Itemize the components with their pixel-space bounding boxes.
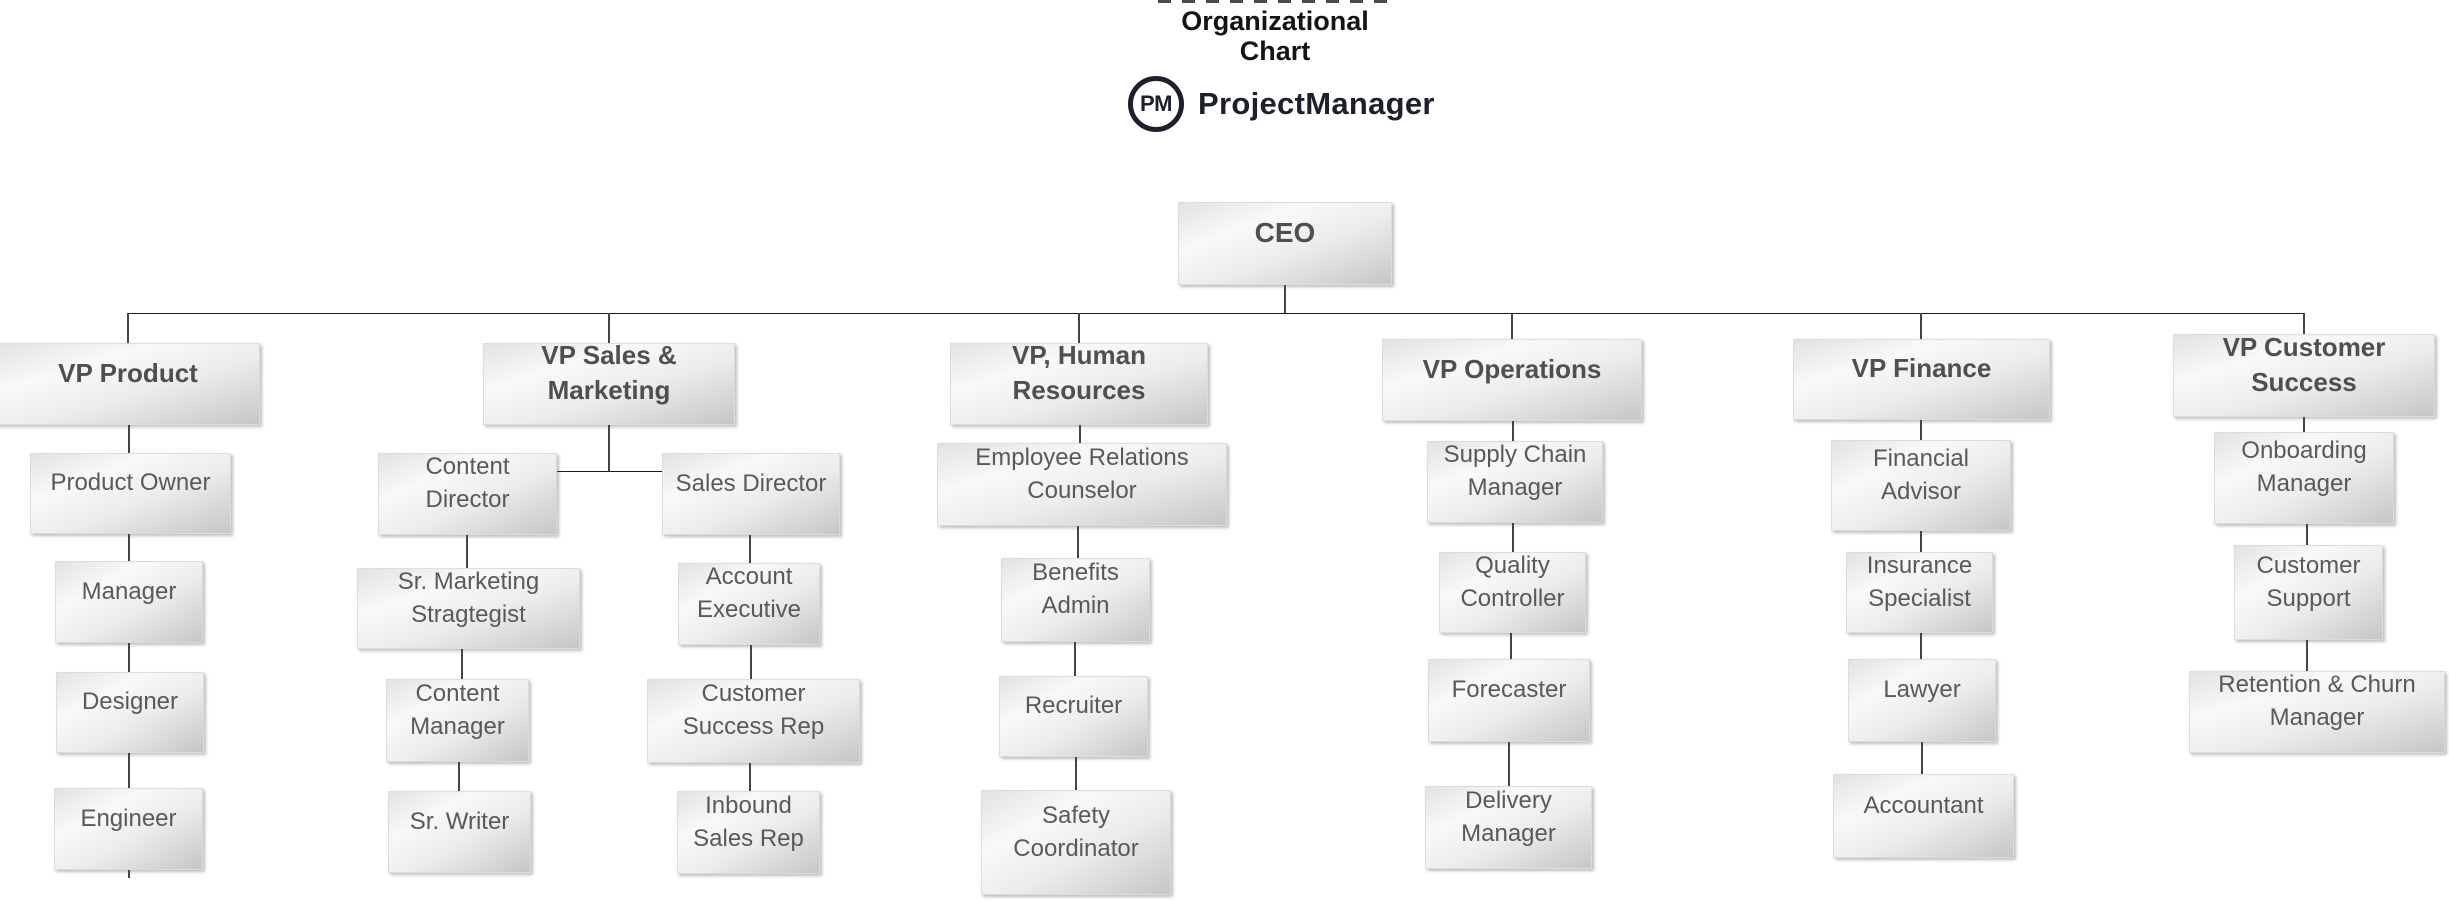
connector-line (1512, 421, 1514, 441)
node-quality-controller: Quality Controller (1439, 552, 1586, 633)
connector-vp-hr-drop (1078, 313, 1080, 343)
connector-line (608, 425, 610, 472)
node-vp-sales-marketing: VP Sales & Marketing (483, 340, 735, 425)
connector-line (1920, 633, 1922, 659)
connector-line (128, 753, 130, 788)
node-vp-human-resources: VP, Human Resources (950, 340, 1208, 425)
node-safety-coordinator: Safety Coordinator (981, 790, 1171, 895)
connector-line (1512, 523, 1514, 552)
node-forecaster: Forecaster (1428, 659, 1590, 742)
clipped-text-artifact (1158, 0, 1396, 3)
node-manager: Manager (55, 561, 203, 643)
node-ceo: CEO (1178, 202, 1392, 285)
connector-line (128, 870, 130, 878)
connector-line (2306, 524, 2308, 545)
page-title: Organizational Chart (1181, 6, 1369, 66)
node-recruiter: Recruiter (999, 676, 1148, 757)
connector-line (458, 762, 460, 791)
connector-line (1508, 742, 1510, 786)
connector-line (1077, 526, 1079, 558)
connector-line (749, 535, 751, 563)
node-designer: Designer (56, 672, 204, 753)
connector-line (1074, 642, 1076, 676)
connector-line (1920, 531, 1922, 552)
connector-vp-operations-drop (1511, 313, 1513, 339)
connector-line (1510, 633, 1512, 659)
connector-line (2303, 417, 2305, 432)
node-insurance-specialist: Insurance Specialist (1846, 552, 1993, 633)
node-vp-operations: VP Operations (1382, 339, 1642, 421)
node-benefits-admin: Benefits Admin (1001, 558, 1150, 642)
node-sr-writer: Sr. Writer (388, 791, 531, 873)
projectmanager-wordmark: ProjectManager (1198, 86, 1435, 121)
connector-line (1079, 425, 1081, 443)
connector-vp-sales-drop (608, 313, 610, 343)
connector-main-horizontal (128, 313, 2305, 314)
connector-line (2306, 640, 2308, 671)
node-vp-product: VP Product (0, 343, 260, 425)
node-customer-success-rep: Customer Success Rep (647, 679, 860, 763)
node-inbound-sales-rep: Inbound Sales Rep (677, 791, 820, 874)
node-content-manager: Content Manager (386, 679, 529, 762)
node-accountant: Accountant (1833, 774, 2014, 858)
connector-line (128, 534, 130, 561)
connector-line (749, 763, 751, 791)
logo-badge-text: PM (1140, 91, 1173, 116)
node-sr-marketing-strategist: Sr. Marketing Stragtegist (357, 568, 580, 649)
node-product-owner: Product Owner (30, 453, 231, 534)
node-customer-support: Customer Support (2234, 545, 2383, 640)
connector-line (128, 643, 130, 672)
node-sales-director: Sales Director (662, 453, 840, 535)
connector-vp-product-drop (127, 313, 129, 343)
node-account-executive: Account Executive (678, 563, 820, 645)
connector-branch-horizontal (557, 471, 662, 472)
projectmanager-logo-icon: PM (1128, 76, 1184, 132)
connector-vp-customer-drop (2303, 313, 2305, 334)
node-vp-customer-success: VP Customer Success (2173, 332, 2435, 417)
connector-line (1921, 742, 1923, 774)
connector-line (466, 535, 468, 568)
node-delivery-manager: Delivery Manager (1425, 786, 1592, 869)
node-retention-churn-manager: Retention & Churn Manager (2189, 671, 2445, 753)
connector-line (461, 649, 463, 679)
connector-vp-finance-drop (1920, 313, 1922, 339)
connector-line (128, 425, 130, 453)
node-supply-chain-manager: Supply Chain Manager (1427, 441, 1603, 523)
connector-line (1075, 757, 1077, 790)
connector-line (1920, 420, 1922, 440)
node-lawyer: Lawyer (1848, 659, 1996, 742)
node-financial-advisor: Financial Advisor (1831, 440, 2011, 531)
node-employee-relations-counselor: Employee Relations Counselor (937, 443, 1227, 526)
node-content-director: Content Director (378, 453, 557, 535)
node-onboarding-manager: Onboarding Manager (2214, 432, 2394, 524)
connector-line (750, 645, 752, 679)
node-engineer: Engineer (54, 788, 203, 870)
connector-ceo-drop (1284, 285, 1286, 314)
node-vp-finance: VP Finance (1793, 339, 2050, 420)
